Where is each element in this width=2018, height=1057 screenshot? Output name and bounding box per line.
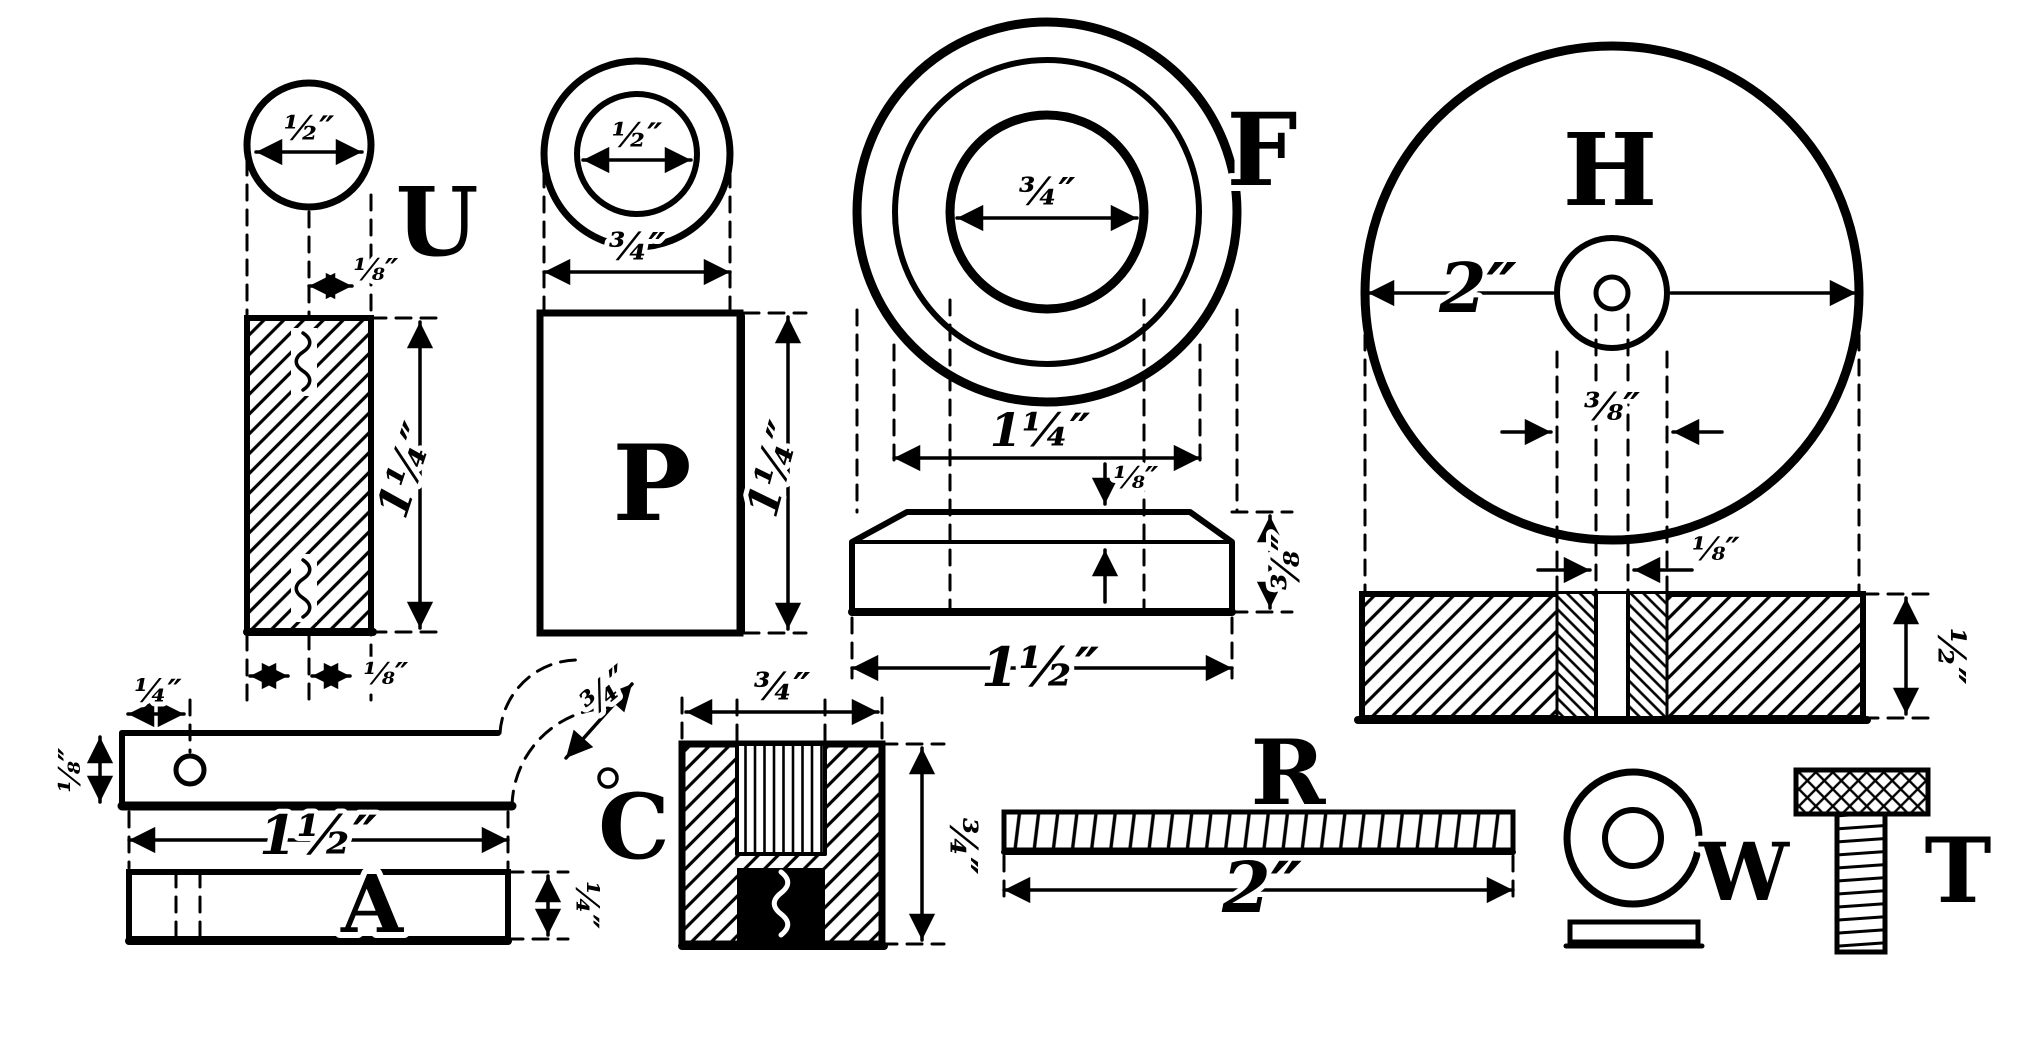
r-rod <box>1001 809 1516 853</box>
a-bend-arc-inner <box>498 658 578 735</box>
p-end-view-outer <box>540 57 734 251</box>
a-bottom-view <box>126 869 511 942</box>
t-threaded-shank <box>1834 811 1888 955</box>
h-hub-section-right <box>1628 594 1667 718</box>
a-part-label: A <box>340 857 404 951</box>
a-hole-dim: ¼″ <box>134 672 182 710</box>
c-screw-squiggle-icon <box>771 869 791 938</box>
p-bore-dim: ½″ <box>612 116 663 156</box>
u-pin-diameter-dim: ½″ <box>284 109 335 149</box>
c-height-dim: ¾″ <box>941 818 986 875</box>
u-bottom-offset-dim: ⅛″ <box>364 657 409 692</box>
w-part-label: W <box>1698 825 1790 919</box>
u-length-dim: 1¼″ <box>367 417 445 525</box>
t-part-label: T <box>1925 818 1992 924</box>
h-bore-dim: ⅛″ <box>1692 530 1740 568</box>
f-step-dim: ⅛″ <box>1114 461 1159 496</box>
h-wheel-circle <box>1360 41 1864 545</box>
a-bend-dim: ¾″ <box>572 657 640 724</box>
a-length-dim: 1½″ <box>259 803 377 867</box>
a-bend-hole <box>597 767 619 789</box>
a-hole <box>173 753 207 787</box>
w-washer-hole <box>1602 807 1664 869</box>
f-base-dim: 1½″ <box>981 635 1099 699</box>
f-thickness-dim: ⅜″ <box>1263 534 1308 590</box>
f-face-dim: 1¼″ <box>990 403 1091 457</box>
h-projection-lines <box>1363 308 1861 596</box>
c-width-dim: ¾″ <box>754 664 811 709</box>
h-bore-channel <box>1596 594 1628 718</box>
h-diameter-dim: 2″ <box>1438 249 1517 329</box>
c-screw-plug <box>737 868 825 942</box>
part-f-view: ¾″ F 1¼″ ⅛″ ⅜″ 1½″ <box>848 17 1313 704</box>
part-p-view: ½″ ¾″ P 1¼″ <box>536 57 816 637</box>
part-a-view: ¼″ ⅛″ ¾″ 1½″ A ¼″ <box>48 652 645 957</box>
u-setscrew-bottom-icon <box>294 558 312 619</box>
h-part-label: H <box>1563 111 1657 229</box>
c-tapped-hole <box>737 746 825 854</box>
part-w-view: W <box>1563 768 1796 949</box>
f-side-view-outline <box>849 509 1235 615</box>
h-hub-section-left <box>1557 594 1596 718</box>
f-bore-dim: ¾″ <box>1019 169 1076 214</box>
part-c-view: C ¾″ ¾″ <box>592 659 991 950</box>
t-knurled-head <box>1793 767 1931 817</box>
h-hub-dim: ⅜″ <box>1584 384 1640 429</box>
c-part-label: C <box>598 774 670 880</box>
h-hub-circle <box>1554 235 1670 351</box>
a-thickness-dim: ⅛″ <box>53 747 88 792</box>
p-end-view-bore <box>574 91 700 217</box>
f-face-middle-circle <box>892 57 1202 367</box>
part-r-view: R 2″ <box>1001 714 1516 934</box>
f-part-label: F <box>1227 91 1298 209</box>
part-u-view: ½″ U ⅛″ 1¼″ ⅛″ <box>243 79 484 702</box>
f-face-bore-circle <box>945 110 1149 314</box>
p-length-dim: 1¼″ <box>737 416 811 522</box>
u-top-offset-dim: ⅛″ <box>354 253 399 288</box>
h-bore-circle <box>1593 274 1631 312</box>
p-width-dim: ¾″ <box>609 224 666 269</box>
u-pin-end-view <box>243 79 375 211</box>
a-width-dim: ¼″ <box>568 881 606 929</box>
part-h-view: H 2″ ⅜″ ⅛″ ½″ <box>1354 41 1979 724</box>
w-washer-outer <box>1563 768 1703 908</box>
a-bend-dim-line <box>564 682 634 760</box>
u-setscrew-top-icon <box>294 331 312 392</box>
w-washer-side-view <box>1567 919 1701 945</box>
part-t-view: T <box>1793 767 1998 955</box>
r-length-dim: 2″ <box>1221 846 1302 929</box>
f-face-outer-circle <box>852 17 1242 407</box>
h-rim-dim: ½″ <box>1929 628 1974 685</box>
p-part-label: P <box>613 421 692 545</box>
p-projection-lines <box>542 170 732 315</box>
u-part-label: U <box>396 167 479 278</box>
